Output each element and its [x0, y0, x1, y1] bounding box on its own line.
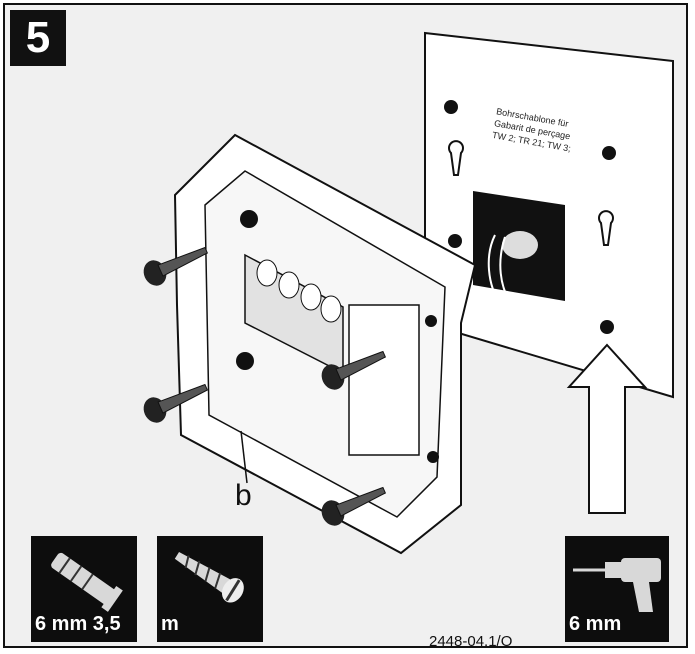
plate-hole: [602, 146, 616, 160]
wall-anchor-icon: [51, 552, 123, 612]
drill-size-label: 6 mm: [569, 613, 622, 635]
anchor-size-label: 6 mm 3,5: [35, 613, 121, 635]
screw: [321, 350, 387, 390]
illustration-frame: 5 Bohrschablone für Gabarit de perçage T…: [3, 3, 688, 648]
drill-tile: 6 mm: [565, 536, 669, 642]
plate-hole: [444, 100, 458, 114]
screw: [321, 486, 387, 526]
mount-direction-arrow: [566, 343, 648, 514]
plate-hole: [600, 320, 614, 334]
screw: [143, 383, 209, 423]
screw-size-label: m: [161, 613, 179, 635]
screw-tile: m: [157, 536, 263, 642]
screw-icon: [174, 551, 244, 603]
screw: [143, 246, 209, 286]
drill-icon: [573, 558, 661, 612]
mounting-template-plate: Bohrschablone für Gabarit de perçage TW …: [424, 31, 674, 399]
part-callout-b: b: [235, 479, 252, 512]
plate-hole: [448, 234, 462, 248]
device-base-housing: [173, 133, 477, 555]
installation-drawing: Bohrschablone für Gabarit de perçage TW …: [143, 31, 674, 555]
step-number-badge: 5: [10, 10, 66, 66]
figure-reference: 2448-04.1/O: [429, 633, 513, 648]
wall-anchor-tile: 6 mm 3,5: [31, 536, 137, 642]
